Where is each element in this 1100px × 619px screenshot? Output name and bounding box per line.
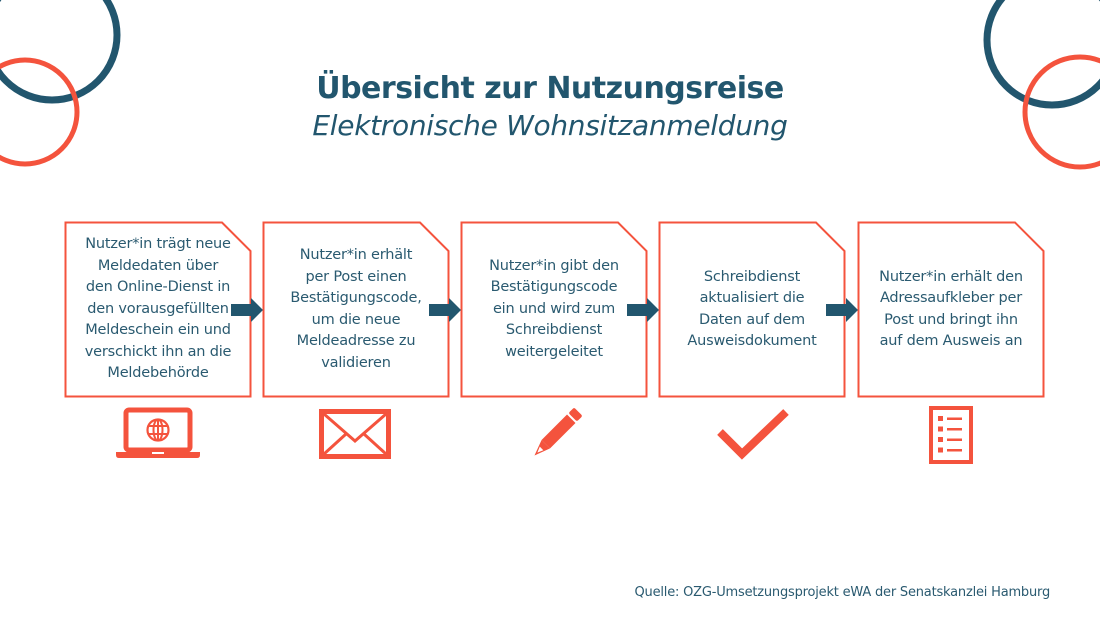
step-frame — [262, 221, 450, 398]
header: Übersicht zur Nutzungsreise Elektronisch… — [0, 70, 1100, 144]
step-text: Nutzer*in erhält per Post einen Bestätig… — [290, 247, 422, 371]
journey-step-4: Schreibdienst aktualisiert die Daten auf… — [658, 221, 846, 398]
circle-top-right-orange — [1022, 54, 1100, 170]
step-text: Nutzer*in gibt den Bestätigungscode ein … — [489, 257, 619, 360]
step-frame — [460, 221, 648, 398]
laptop-globe-icon — [116, 407, 200, 458]
arrow-right-icon — [231, 298, 263, 322]
circle-top-right-blue — [983, 0, 1100, 109]
journey-step-3: Nutzer*in gibt den Bestätigungscode ein … — [460, 221, 648, 398]
step-text: Schreibdienst aktualisiert die Daten auf… — [687, 268, 817, 350]
arrow-right-icon — [627, 298, 659, 322]
checklist-icon — [929, 406, 973, 464]
checkmark-icon — [717, 409, 789, 460]
step-frame — [64, 221, 252, 398]
journey-step-2: Nutzer*in erhält per Post einen Bestätig… — [262, 221, 450, 398]
circle-top-left-blue — [0, 0, 121, 104]
page-title: Übersicht zur Nutzungsreise — [316, 71, 784, 106]
step-frame — [857, 221, 1045, 398]
decorative-circles — [0, 0, 1100, 170]
page-subtitle: Elektronische Wohnsitzanmeldung — [312, 109, 788, 142]
source-citation: Quelle: OZG-Umsetzungsprojekt eWA der Se… — [634, 585, 1051, 600]
journey-step-5: Nutzer*in erhält den Adressaufkleber per… — [857, 221, 1045, 398]
step-text: Nutzer*in erhält den Adressaufkleber per… — [879, 268, 1023, 350]
step-text: Nutzer*in trägt neue Meldedaten über den… — [84, 236, 232, 382]
arrow-right-icon — [429, 298, 461, 322]
arrow-right-icon — [826, 298, 858, 322]
step-frame — [658, 221, 846, 398]
pencil-icon — [534, 408, 582, 456]
circle-top-left-orange — [0, 57, 80, 167]
envelope-icon — [319, 409, 391, 459]
journey-step-1: Nutzer*in trägt neue Meldedaten über den… — [64, 221, 252, 398]
